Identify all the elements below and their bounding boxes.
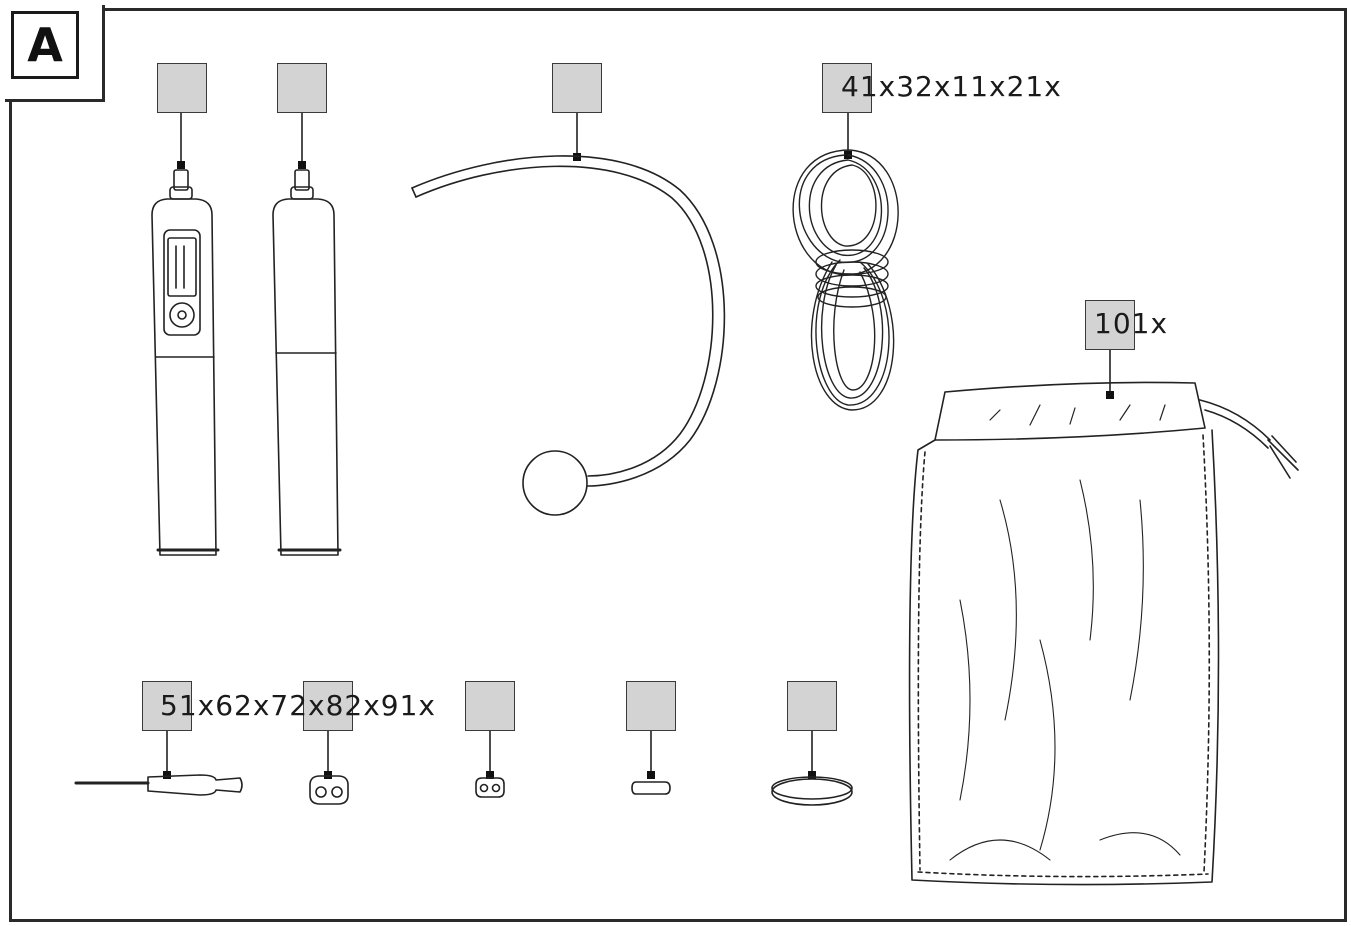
callout-box	[142, 681, 192, 731]
callout-box	[626, 681, 676, 731]
pin	[631, 781, 671, 795]
screwdriver	[74, 774, 243, 796]
quantity-label-bag: 101x	[1094, 307, 1169, 340]
handle-plain	[272, 169, 342, 556]
diagram-frame	[9, 8, 1347, 922]
plug-small	[475, 777, 505, 798]
callout-box	[787, 681, 837, 731]
callout-box	[465, 681, 515, 731]
leader-lines	[166, 112, 1111, 776]
quantity-label-top: 41x32x11x21x	[841, 70, 1062, 103]
callout-box	[303, 681, 353, 731]
callout-box	[277, 63, 327, 113]
section-tab: A	[5, 5, 105, 102]
callout-box	[1085, 300, 1135, 350]
handle-with-counter	[151, 169, 220, 556]
section-label: A	[11, 11, 79, 79]
weighted-cable	[411, 155, 726, 516]
callout-box	[157, 63, 207, 113]
plug-large	[309, 775, 349, 805]
quantity-label-bottom: 51x62x72x82x91x	[160, 689, 436, 722]
drawstring-bag	[908, 381, 1299, 886]
foot-pad	[771, 776, 853, 806]
callout-box	[552, 63, 602, 113]
rope-coil	[792, 149, 899, 411]
callout-box	[822, 63, 872, 113]
